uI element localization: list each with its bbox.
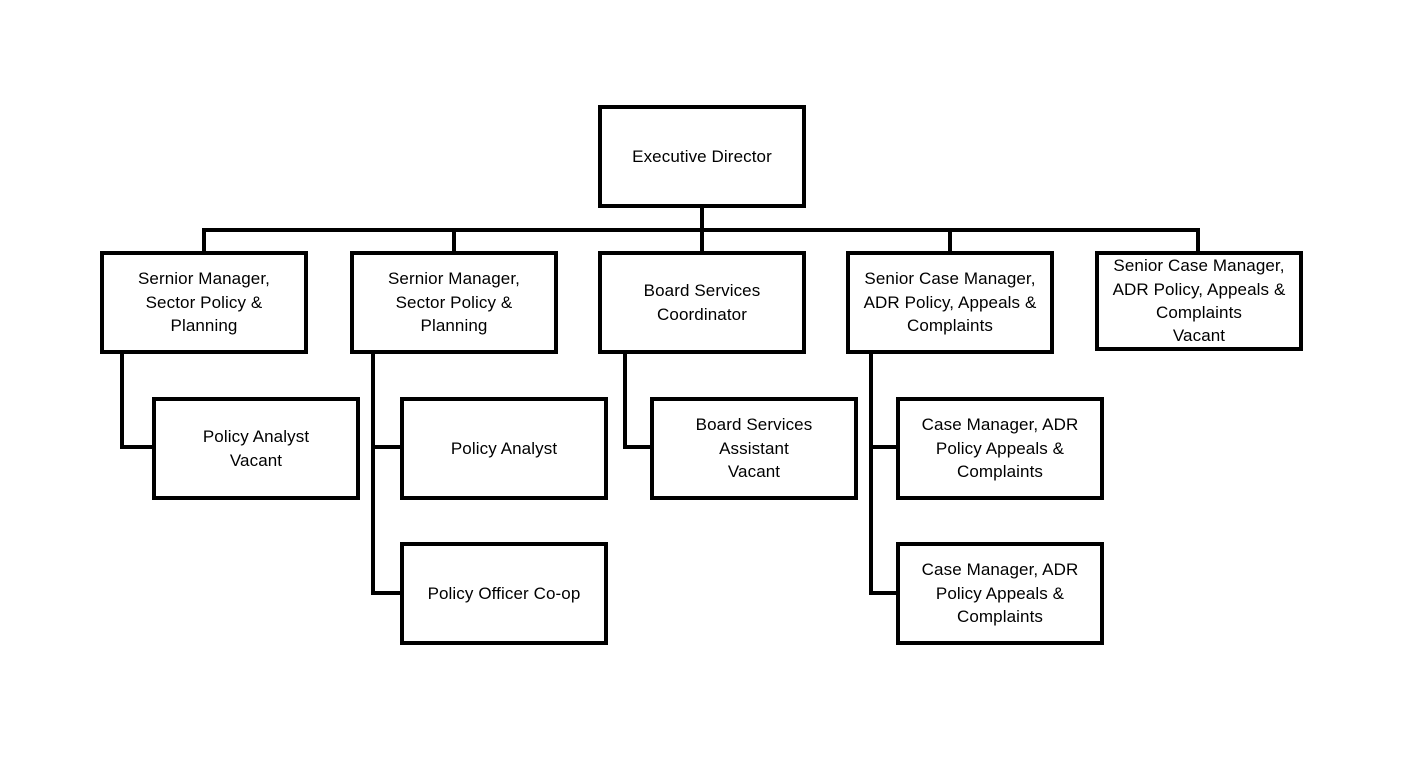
connector-line	[948, 230, 952, 253]
org-node-senior-manager-sector-policy-1: Sernior Manager, Sector Policy & Plannin…	[100, 251, 308, 354]
connector-line	[623, 445, 652, 449]
connector-line	[452, 230, 456, 253]
connector-line	[623, 352, 627, 449]
org-node-case-manager-adr-2: Case Manager, ADR Policy Appeals & Compl…	[896, 542, 1104, 645]
org-node-label: Sernior Manager, Sector Policy & Plannin…	[137, 269, 270, 336]
org-node-policy-analyst-vacant: Policy Analyst Vacant	[152, 397, 360, 500]
connector-line	[120, 445, 154, 449]
org-node-executive-director: Executive Director	[598, 105, 806, 208]
org-node-senior-manager-sector-policy-2: Sernior Manager, Sector Policy & Plannin…	[350, 251, 558, 354]
org-node-board-services-assistant-vacant: Board Services Assistant Vacant	[650, 397, 858, 500]
org-node-senior-case-manager-adr: Senior Case Manager, ADR Policy, Appeals…	[846, 251, 1054, 354]
connector-line	[371, 591, 402, 595]
connector-line	[869, 352, 873, 595]
org-node-senior-case-manager-adr-vacant: Senior Case Manager, ADR Policy, Appeals…	[1095, 251, 1303, 351]
connector-line	[120, 352, 124, 449]
org-node-policy-analyst: Policy Analyst	[400, 397, 608, 500]
connector-line	[869, 445, 898, 449]
connector-line	[371, 445, 402, 449]
org-node-label: Policy Analyst	[450, 438, 558, 458]
connector-line	[371, 352, 375, 595]
connector-line	[700, 230, 704, 253]
org-node-label: Senior Case Manager, ADR Policy, Appeals…	[863, 269, 1037, 336]
org-node-label: Senior Case Manager, ADR Policy, Appeals…	[1112, 256, 1286, 346]
org-node-policy-officer-co-op: Policy Officer Co-op	[400, 542, 608, 645]
org-node-label: Case Manager, ADR Policy Appeals & Compl…	[921, 415, 1079, 482]
org-node-board-services-coordinator: Board Services Coordinator	[598, 251, 806, 354]
org-node-label: Executive Director	[632, 146, 772, 166]
org-node-label: Sernior Manager, Sector Policy & Plannin…	[387, 269, 520, 336]
connector-line	[1196, 230, 1200, 253]
org-node-label: Policy Analyst Vacant	[202, 427, 310, 470]
org-node-label: Case Manager, ADR Policy Appeals & Compl…	[921, 560, 1079, 627]
connector-line	[700, 206, 704, 232]
connector-line	[869, 591, 898, 595]
org-node-case-manager-adr-1: Case Manager, ADR Policy Appeals & Compl…	[896, 397, 1104, 500]
org-node-label: Board Services Assistant Vacant	[695, 415, 813, 482]
org-node-label: Board Services Coordinator	[643, 281, 761, 324]
connector-line	[202, 230, 206, 253]
org-node-label: Policy Officer Co-op	[427, 583, 581, 603]
